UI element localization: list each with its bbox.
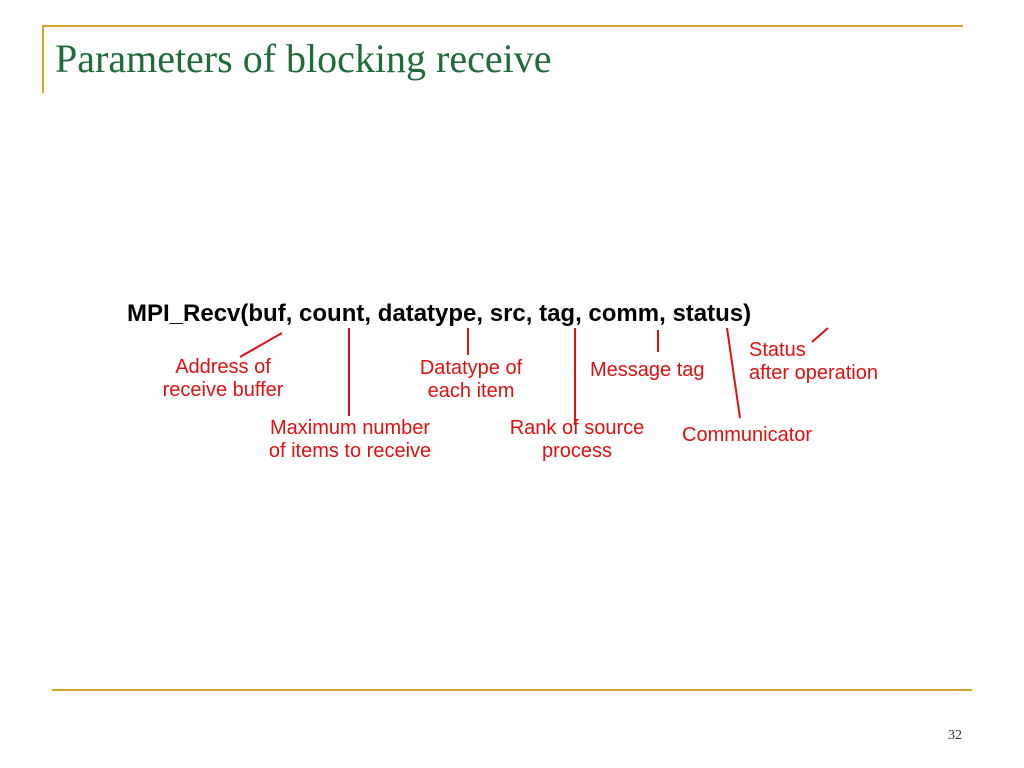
annotation-tag-line-1: Message tag	[590, 359, 705, 381]
annotation-datatype-line-1: Datatype of	[419, 357, 523, 379]
slide-title: Parameters of blocking receive	[55, 36, 552, 81]
annotation-src-line-1: Rank of source	[509, 417, 645, 439]
annotation-status-line-2: after operation	[749, 362, 878, 384]
title-rule-top	[42, 25, 963, 27]
annotation-status-line-1: Status	[749, 339, 806, 361]
connector-status	[811, 327, 829, 343]
function-signature: MPI_Recv(buf, count, datatype, src, tag,…	[127, 300, 752, 327]
annotation-tag: Message tag	[590, 359, 705, 382]
annotation-comm-line-1: Communicator	[682, 424, 813, 446]
annotation-status: Status after operation	[749, 339, 878, 385]
annotation-buf-line-2: receive buffer	[162, 379, 284, 401]
annotation-src-line-2: process	[541, 440, 613, 462]
title-rule-left	[42, 25, 44, 93]
annotation-count-line-1: Maximum number	[269, 417, 431, 439]
annotation-src: Rank of source process	[492, 417, 662, 463]
annotation-count-line-2: of items to receive	[268, 440, 432, 462]
annotation-datatype-line-2: each item	[427, 380, 515, 402]
annotation-buf-line-1: Address of	[175, 356, 271, 378]
annotation-buf: Address of receive buffer	[148, 356, 298, 402]
connector-buf	[239, 332, 283, 358]
annotation-count: Maximum number of items to receive	[246, 417, 454, 463]
footer-rule	[52, 689, 972, 691]
annotation-datatype: Datatype of each item	[398, 357, 544, 403]
connector-comm	[726, 327, 741, 419]
annotation-comm: Communicator	[682, 424, 812, 447]
page-number: 32	[948, 728, 962, 743]
